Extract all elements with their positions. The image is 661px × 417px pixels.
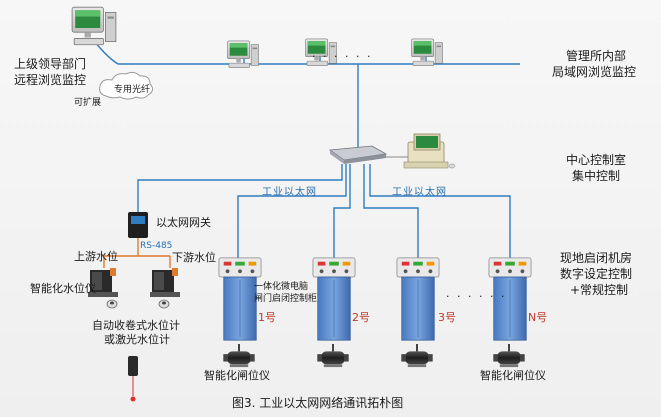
bottom-ellipsis: · · · · · · xyxy=(446,290,507,303)
ethernet-gateway-icon xyxy=(128,212,148,238)
laser-sensor-icon xyxy=(128,356,138,402)
rs485-bus xyxy=(103,238,171,268)
lan-label-line2: 局域网浏览监控 xyxy=(552,65,637,79)
gate-meter-n-icon xyxy=(492,344,526,368)
rs485-label: RS-485 xyxy=(140,241,173,251)
central-workstation-icon xyxy=(403,133,456,169)
level-meter-label: 智能化水位仪 xyxy=(30,282,96,295)
cabinet-3-number: 3号 xyxy=(438,311,456,324)
central-label-line2: 集中控制 xyxy=(572,169,621,183)
gate-meter-label-left: 智能化闸位仪 xyxy=(204,369,270,382)
cabinet-label-line1: 一体化微电脑 xyxy=(254,282,309,292)
cloud-icon xyxy=(99,71,154,100)
ethernet-label-left: 工业以太网 xyxy=(262,187,317,198)
cabinet-2-number: 2号 xyxy=(352,311,370,324)
lan-workstation-1-icon xyxy=(227,40,259,68)
upstream-label: 上游水位 xyxy=(74,250,118,263)
gate-meter-label-right: 智能化闸位仪 xyxy=(480,369,546,382)
site-label-line1: 现地启闭机房 xyxy=(560,251,633,265)
downstream-level-meter-icon xyxy=(150,268,180,297)
fiber-link xyxy=(94,41,119,65)
cabinet-1-number: 1号 xyxy=(258,311,276,324)
gate-meter-3-icon xyxy=(400,344,434,368)
float-sensor-icon xyxy=(106,299,170,309)
sensor-label-line2: 或激光水位计 xyxy=(104,333,170,346)
lan-label-line1: 管理所内部 xyxy=(566,49,627,63)
cabinet-label-line2: 闸门启闭控制柜 xyxy=(254,294,318,304)
central-label-line1: 中心控制室 xyxy=(566,153,627,167)
leader-workstation-icon xyxy=(71,6,117,46)
ethernet-label-right: 工业以太网 xyxy=(392,187,447,198)
lan-workstation-3-icon xyxy=(411,38,443,66)
gate-meter-2-icon xyxy=(316,344,350,368)
cabinet-2-icon xyxy=(312,257,356,341)
site-label-line2: 数字设定控制 xyxy=(560,267,633,281)
ethernet-cabling xyxy=(118,50,520,262)
fiber-label: 专用光纤 xyxy=(114,85,151,95)
cabinet-3-icon xyxy=(396,257,440,341)
downstream-label: 下游水位 xyxy=(172,251,216,264)
leader-label-line1: 上级领导部门 xyxy=(14,57,87,71)
sensor-label-line1: 自动收卷式水位计 xyxy=(92,319,180,332)
top-ellipsis: · · · · · · xyxy=(312,50,373,63)
figure-caption: 图3. 工业以太网网络通讯拓朴图 xyxy=(232,396,404,410)
expandable-label: 可扩展 xyxy=(74,98,102,108)
site-label-line3: +常规控制 xyxy=(570,283,629,297)
network-switch-icon xyxy=(328,145,388,164)
leader-label-line2: 远程浏览监控 xyxy=(14,73,87,87)
cabinet-n-number: N号 xyxy=(528,311,548,324)
gate-meter-1-icon xyxy=(222,344,256,368)
gateway-label: 以太网网关 xyxy=(156,216,211,229)
